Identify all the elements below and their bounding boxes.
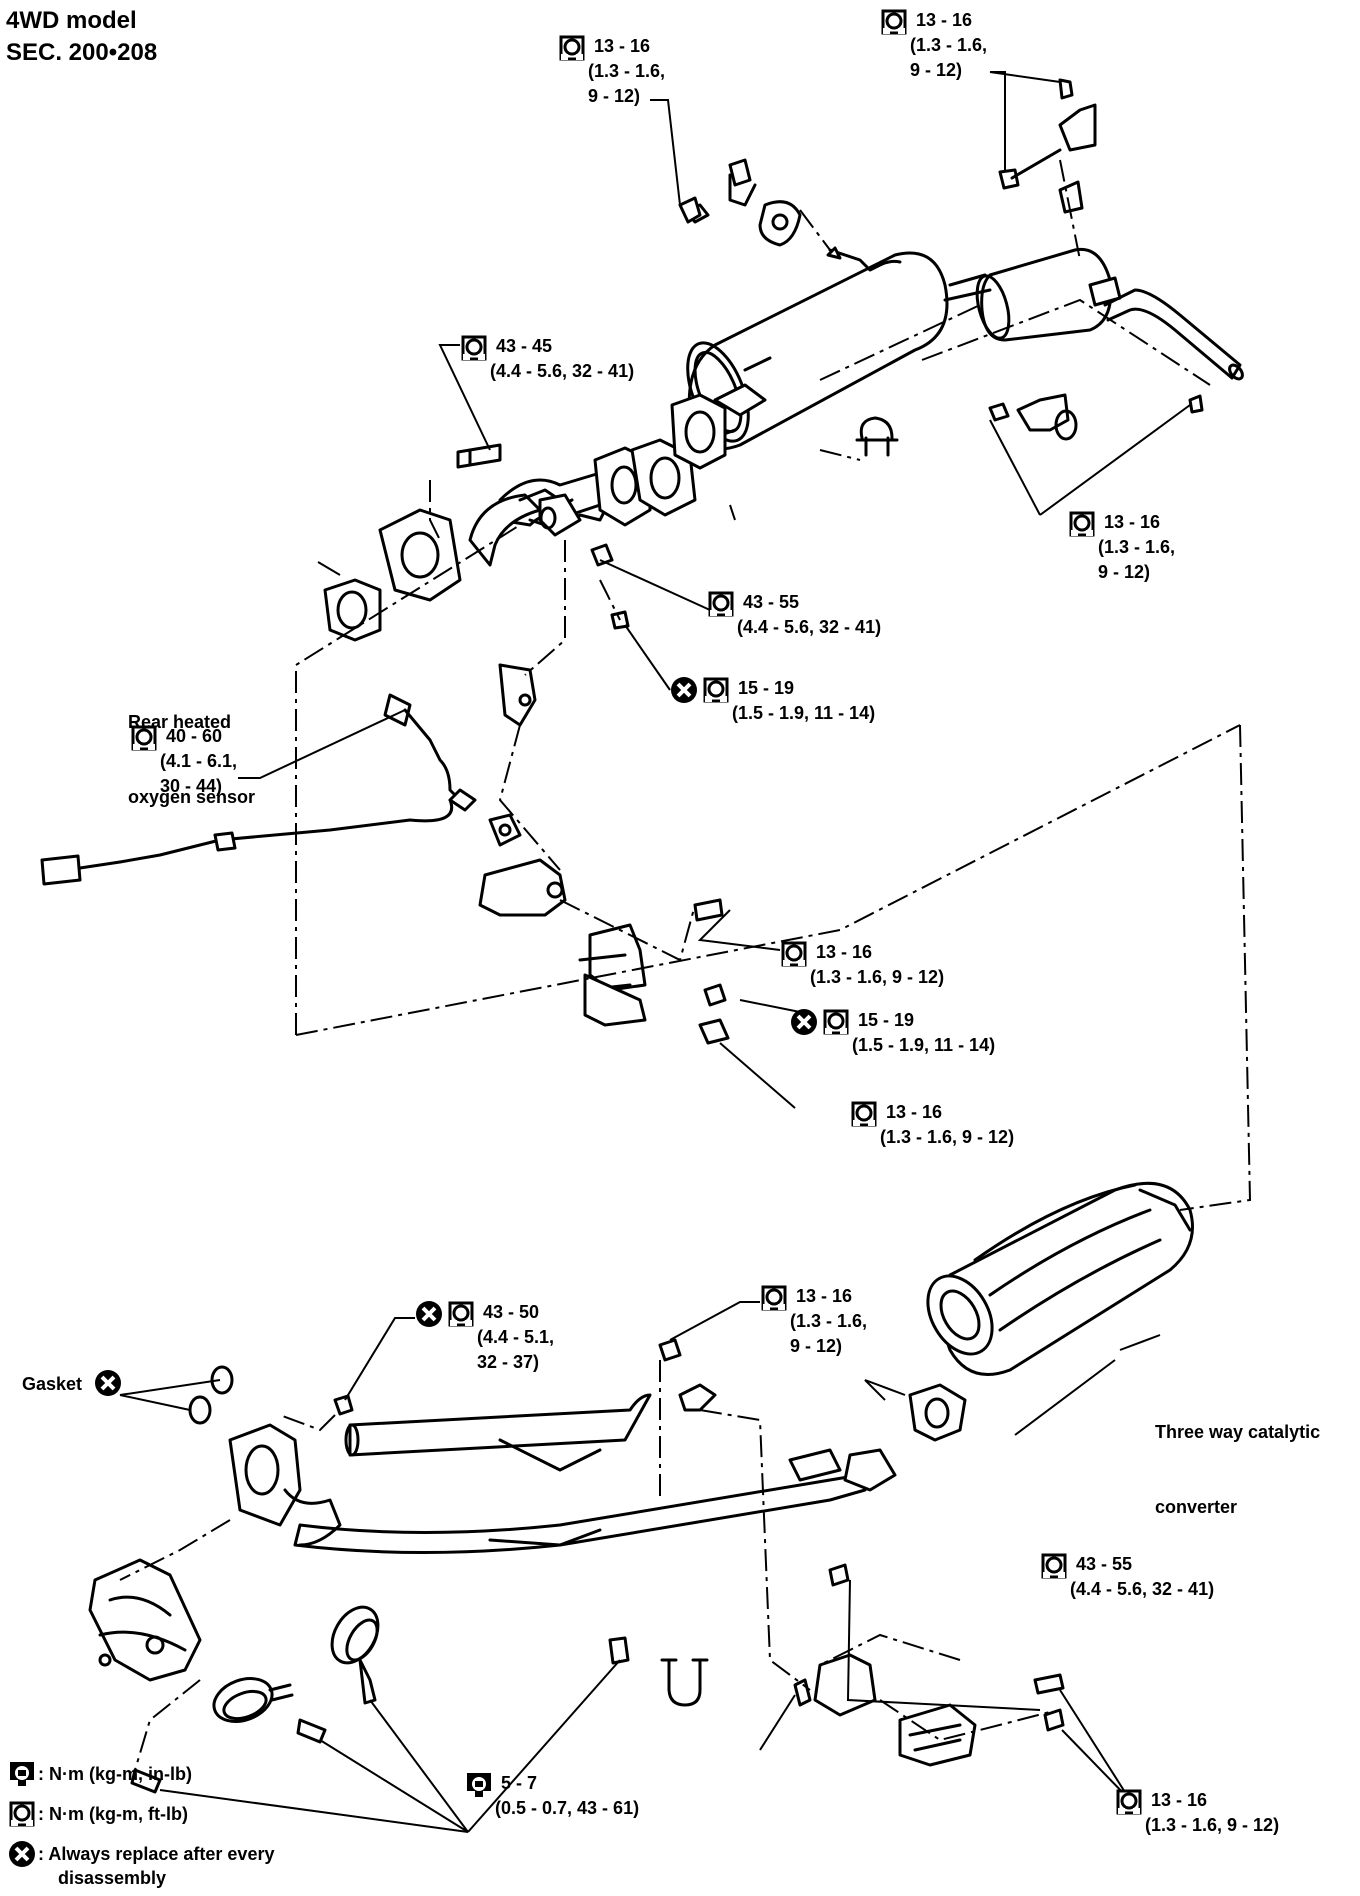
three-way-catalytic-converter xyxy=(926,1181,1194,1376)
legend-in-lb: : N·m (kg-m, in-lb) xyxy=(38,1764,192,1784)
torque-wrench-ft-lb-icon xyxy=(130,724,158,757)
torque-value-line: 15 - 19 xyxy=(738,678,795,698)
torque-value-line: (1.3 - 1.6, xyxy=(910,35,988,55)
torque-value-line: (4.4 - 5.6, 32 - 41) xyxy=(1070,1579,1215,1599)
torque-value-line: 15 - 19 xyxy=(858,1010,915,1030)
replace-part-icon xyxy=(790,1008,818,1041)
lower-bolts xyxy=(130,1338,1065,1794)
torque-value-line: (1.3 - 1.6, xyxy=(588,61,666,81)
replace-part-icon xyxy=(95,1370,121,1396)
alignment-centerlines xyxy=(119,159,1252,1771)
section-title: SEC. 200•208 xyxy=(6,39,158,66)
torque-value-line: (1.5 - 1.9, 11 - 14) xyxy=(732,703,876,723)
front-exhaust-tube xyxy=(293,1383,967,1554)
muffler-hanger-front xyxy=(683,158,902,272)
legend-ft-lb: : N·m (kg-m, ft-lb) xyxy=(38,1804,188,1824)
torque-wrench-in-lb-icon xyxy=(465,1771,493,1804)
torque-value-line: (4.4 - 5.6, 32 - 41) xyxy=(490,361,635,381)
middle-mount-brackets xyxy=(478,663,730,1045)
torque-value-line: (4.1 - 6.1, xyxy=(160,751,238,771)
replace-part-icon xyxy=(415,1300,443,1333)
torque-value-line: 13 - 16 xyxy=(916,10,973,30)
rear-sensor-label: Rear heated oxygen sensor xyxy=(128,712,256,807)
torque-wrench-ft-lb-icon xyxy=(822,1008,850,1041)
torque-value-line: (1.3 - 1.6, 9 - 12) xyxy=(880,1127,1015,1147)
heat-insulator xyxy=(88,1558,202,1682)
muffler-hanger-rear xyxy=(988,78,1204,441)
torque-value-line: 5 - 7 xyxy=(501,1773,538,1793)
torque-value-line: 13 - 16 xyxy=(594,36,651,56)
torque-wrench-ft-lb-icon xyxy=(880,8,908,41)
torque-value-line: (1.3 - 1.6, 9 - 12) xyxy=(810,967,945,987)
torque-wrench-ft-lb-icon xyxy=(460,334,488,367)
torque-wrench-ft-lb-icon xyxy=(1068,510,1096,543)
torque-wrench-ft-lb-icon xyxy=(760,1284,788,1317)
legend-replace-line2: disassembly xyxy=(58,1868,167,1888)
torque-value-line: 32 - 37) xyxy=(477,1352,540,1372)
sub-muffler xyxy=(943,247,1244,381)
manifold-connector xyxy=(188,1365,342,1547)
torque-wrench-in-lb-icon xyxy=(10,1762,34,1786)
lower-mount-brackets xyxy=(678,1383,977,1767)
torque-value-line: 9 - 12) xyxy=(910,60,963,80)
torque-wrench-ft-lb-icon xyxy=(1040,1552,1068,1585)
upper-bolts xyxy=(456,196,702,630)
leader-lines xyxy=(119,71,1191,1833)
gasket-label: Gasket xyxy=(22,1374,83,1394)
torque-value-line: (1.3 - 1.6, xyxy=(1098,537,1176,557)
torque-value-line: 13 - 16 xyxy=(1151,1790,1208,1810)
pipe-clamps xyxy=(212,1605,709,1723)
torque-wrench-ft-lb-icon xyxy=(447,1300,475,1333)
rear-heated-oxygen-sensor-part xyxy=(40,693,477,886)
flange-gaskets xyxy=(323,393,727,642)
torque-wrench-ft-lb-icon xyxy=(707,590,735,623)
torque-value-line: (1.3 - 1.6, xyxy=(790,1311,868,1331)
torque-wrench-ft-lb-icon xyxy=(780,940,808,973)
replace-part-icon xyxy=(670,676,698,709)
torque-value-line: 13 - 16 xyxy=(796,1286,853,1306)
u-clamp xyxy=(855,416,899,457)
torque-value-line: 13 - 16 xyxy=(886,1102,943,1122)
torque-value-line: 13 - 16 xyxy=(816,942,873,962)
torque-value-line: 43 - 55 xyxy=(743,592,800,612)
torque-value-line: (1.3 - 1.6, 9 - 12) xyxy=(1145,1815,1280,1835)
torque-wrench-ft-lb-icon xyxy=(9,1801,35,1827)
torque-value-line: 40 - 60 xyxy=(166,726,223,746)
torque-value-line: (1.5 - 1.9, 11 - 14) xyxy=(852,1035,996,1055)
torque-value-line: 30 - 44) xyxy=(160,776,223,796)
torque-wrench-ft-lb-icon xyxy=(850,1100,878,1133)
torque-value-line: 43 - 45 xyxy=(496,336,553,356)
torque-wrench-ft-lb-icon xyxy=(1115,1788,1143,1821)
torque-value-line: (4.4 - 5.1, xyxy=(477,1327,555,1347)
catalytic-converter-label: Three way catalytic converter xyxy=(1155,1422,1321,1517)
torque-wrench-ft-lb-icon xyxy=(702,676,730,709)
torque-value-line: 43 - 55 xyxy=(1076,1554,1133,1574)
model-title: 4WD model xyxy=(6,7,137,34)
torque-value-line: 43 - 50 xyxy=(483,1302,540,1322)
torque-value-line: (0.5 - 0.7, 43 - 61) xyxy=(495,1798,640,1818)
torque-value-line: (4.4 - 5.6, 32 - 41) xyxy=(737,617,882,637)
torque-value-line: 9 - 12) xyxy=(588,86,641,106)
torque-value-line: 9 - 12) xyxy=(790,1336,843,1356)
torque-wrench-ft-lb-icon xyxy=(558,34,586,67)
torque-value-line: 13 - 16 xyxy=(1104,512,1161,532)
legend-replace: : Always replace after every xyxy=(38,1844,275,1864)
torque-value-line: 9 - 12) xyxy=(1098,562,1151,582)
replace-part-icon xyxy=(9,1841,35,1867)
